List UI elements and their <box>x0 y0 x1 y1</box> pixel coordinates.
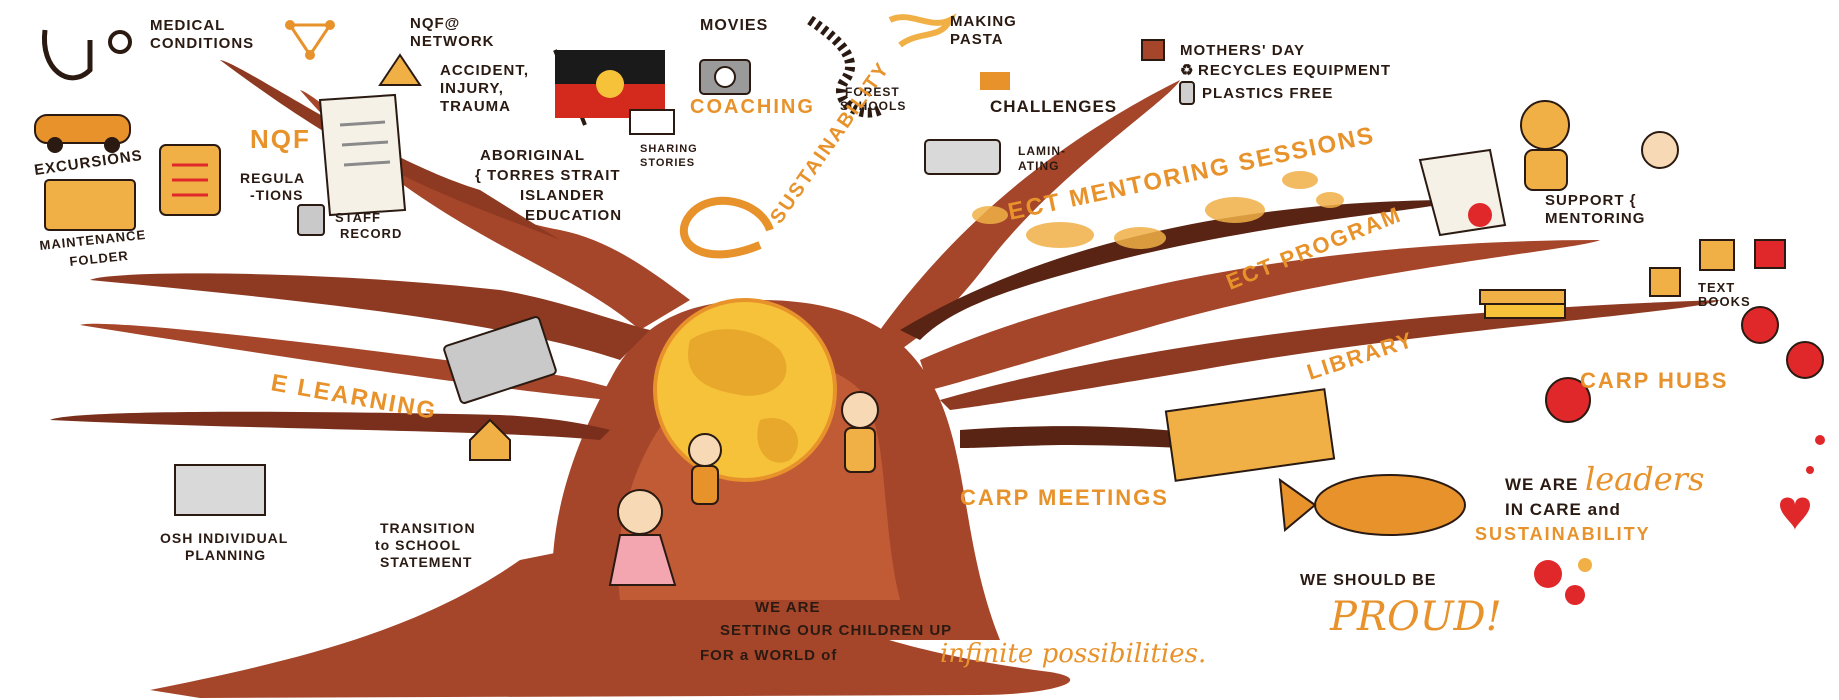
label-accident-3: TRAUMA <box>440 98 511 115</box>
label-osh-2: PLANNING <box>185 547 266 563</box>
label-lamination-1: LAMIN- <box>1018 144 1066 158</box>
setting-text-d: infinite possibilities. <box>940 639 1206 669</box>
label-nqf-network-2: NETWORK <box>410 33 495 50</box>
textbook-icon-3 <box>1650 268 1680 296</box>
stethoscope-icon <box>44 30 130 78</box>
globe <box>655 300 835 480</box>
label-medical-conditions-1: MEDICAL <box>150 17 225 34</box>
network-icon <box>285 20 335 60</box>
leaders-text-a: WE ARE <box>1505 475 1578 494</box>
mentor-figures <box>1521 101 1678 190</box>
leaders-text-d: SUSTAINABILITY <box>1475 524 1651 544</box>
textbook-icon-1 <box>1700 240 1734 270</box>
label-support-2: MENTORING <box>1545 210 1645 227</box>
label-osh-1: OSH INDIVIDUAL <box>160 530 288 546</box>
balloon-icons <box>1534 558 1592 605</box>
label-recycles: RECYCLES EQUIPMENT <box>1198 62 1391 79</box>
book-stack-icon <box>1480 290 1565 318</box>
label-regulations-1: REGULA <box>240 170 305 186</box>
label-aboriginal-1: ABORIGINAL <box>480 147 585 164</box>
label-textbooks-1: TEXT <box>1698 280 1735 295</box>
label-making-pasta-1: MAKING <box>950 13 1017 30</box>
label-lamination-2: ATING <box>1018 159 1059 173</box>
label-coaching: COACHING <box>690 96 815 118</box>
loop-arrow-icon <box>684 201 770 255</box>
clipboard-icon <box>160 145 220 215</box>
label-making-pasta-2: PASTA <box>950 31 1004 48</box>
camera-icon <box>700 60 750 94</box>
label-staff-record-1: STAFF <box>335 210 381 225</box>
label-aboriginal-3: ISLANDER <box>520 187 605 204</box>
label-transition-2: to SCHOOL <box>375 537 461 553</box>
label-plastics: PLASTICS FREE <box>1202 85 1333 102</box>
label-movies: MOVIES <box>700 17 768 34</box>
fish-icon <box>1280 475 1465 535</box>
label-accident-2: INJURY, <box>440 80 504 97</box>
calendar-icon <box>1166 389 1334 481</box>
heart-icons <box>1780 435 1825 530</box>
book-icon <box>630 110 674 134</box>
label-mothers-day: MOTHERS' DAY <box>1180 42 1305 59</box>
pasta-icon <box>890 17 950 45</box>
branch-left-bottom <box>50 412 610 440</box>
leaders-text-b: leaders <box>1585 460 1704 498</box>
bottle-icon <box>1180 82 1194 104</box>
label-staff-record-2: RECORD <box>340 226 402 241</box>
label-sharing-1: SHARING <box>640 143 698 155</box>
label-aboriginal-4: EDUCATION <box>525 207 622 224</box>
staff-record-icon <box>298 205 324 235</box>
label-transition-1: TRANSITION <box>380 520 476 536</box>
label-regulations-2: -TIONS <box>250 187 303 203</box>
setting-text-c: FOR a WORLD of <box>700 647 837 664</box>
proud-text-b: PROUD! <box>1329 594 1502 640</box>
leaders-text-c: IN CARE and <box>1505 500 1621 519</box>
gift-icon <box>1142 40 1164 60</box>
label-challenges: CHALLENGES <box>990 97 1117 116</box>
laminator-icon <box>925 140 1000 174</box>
apple-icons <box>1546 307 1823 422</box>
label-sustainability: SUSTAINABILITY <box>766 58 894 228</box>
label-recycles-icon: ♻ <box>1180 62 1194 79</box>
label-carp-hubs: CARP HUBS <box>1580 368 1728 393</box>
label-support-1: SUPPORT { <box>1545 192 1637 209</box>
flag-icon <box>980 72 1010 90</box>
label-aboriginal-2: { TORRES STRAIT <box>475 167 621 184</box>
document-scroll-icon <box>320 95 405 215</box>
setting-text-a: WE ARE <box>755 599 820 616</box>
setting-text-b: SETTING OUR CHILDREN UP <box>720 622 952 639</box>
certificate-icon <box>1420 150 1505 235</box>
warning-icon <box>380 55 420 85</box>
label-nqf: NQF <box>250 124 311 154</box>
car-icon <box>35 115 130 153</box>
label-nqf-network-1: NQF@ <box>410 15 460 32</box>
label-maintenance-2: FOLDER <box>69 248 130 269</box>
label-carp-meetings: CARP MEETINGS <box>960 485 1169 510</box>
branch-left-mid <box>90 273 650 360</box>
textbook-icon-2 <box>1755 240 1785 268</box>
map-icon <box>175 465 265 515</box>
label-accident-1: ACCIDENT, <box>440 62 529 79</box>
label-sharing-2: STORIES <box>640 157 695 169</box>
folder-icon <box>45 180 135 230</box>
label-textbooks-2: BOOKS <box>1698 294 1751 309</box>
label-transition-3: STATEMENT <box>380 554 472 570</box>
label-medical-conditions-2: CONDITIONS <box>150 35 254 52</box>
label-excursions: EXCURSIONS <box>33 147 143 179</box>
proud-text-a: WE SHOULD BE <box>1300 572 1436 589</box>
